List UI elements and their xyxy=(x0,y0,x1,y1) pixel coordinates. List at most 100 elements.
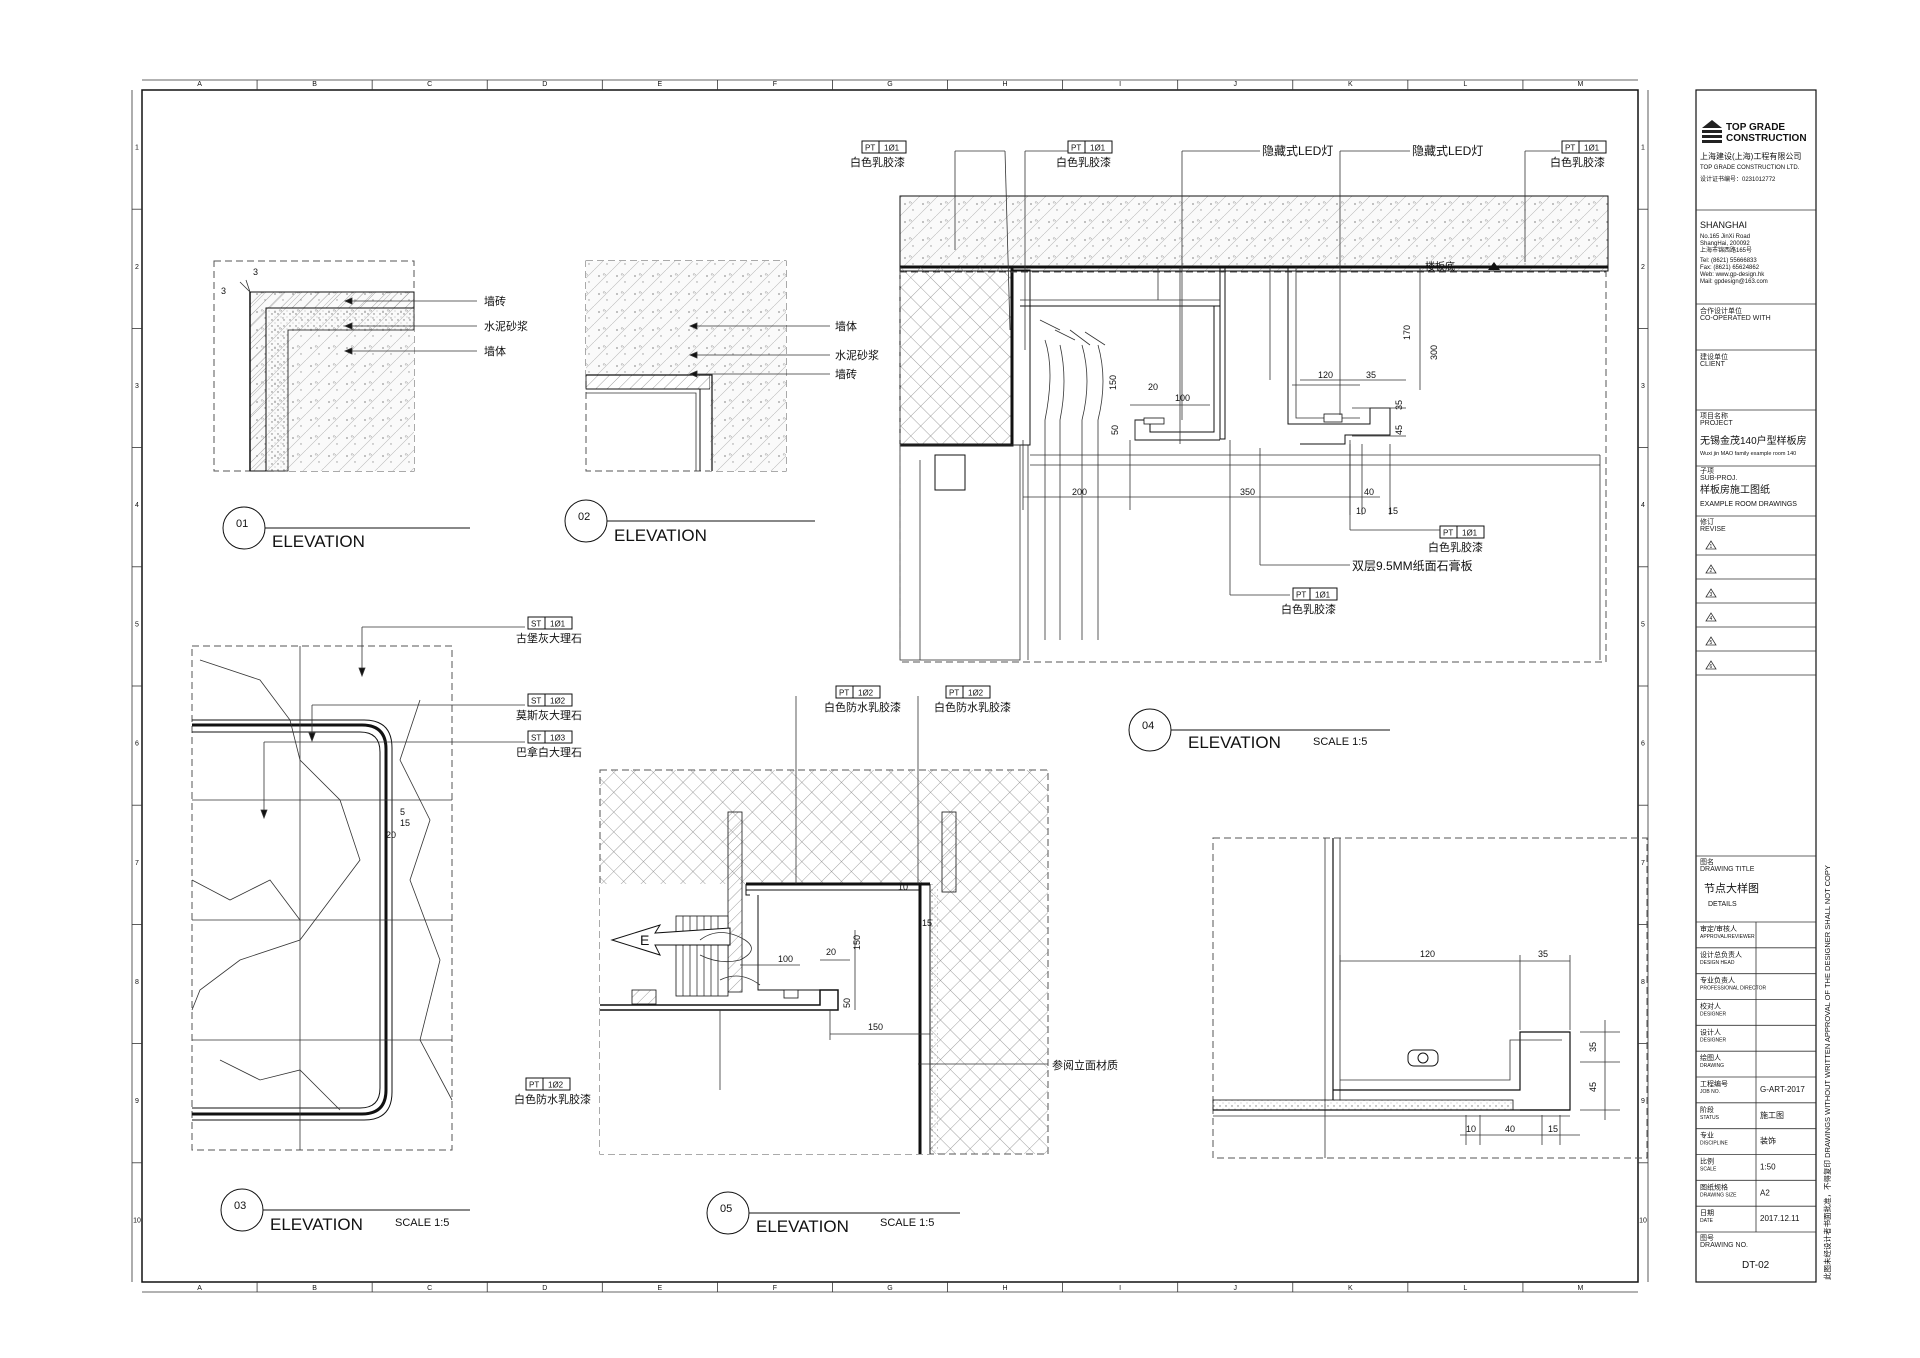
tag-label: 白色防水乳胶漆 xyxy=(824,700,901,714)
d04-dim-200: 200 xyxy=(1072,487,1087,497)
d02-layer-2: 水泥砂浆 xyxy=(835,348,879,362)
d04-dim-35a: 35 xyxy=(1366,370,1376,380)
tb-row-label-en: DRAWING SIZE xyxy=(1700,1192,1737,1198)
tb-row-label-en: DATE xyxy=(1700,1218,1714,1224)
tag-number: 1Ø1 xyxy=(550,620,566,629)
grid-col-bottom-L: L xyxy=(1463,1285,1467,1292)
revision-triangle-icon xyxy=(1705,540,1717,550)
d01-dim-2: 3 xyxy=(221,286,226,296)
d01-layer-1: 墙砖 xyxy=(484,294,506,308)
grid-col-D: D xyxy=(542,81,547,88)
grid-row-4: 4 xyxy=(135,502,139,509)
tb-row-label-cn: 专业负责人 xyxy=(1700,976,1735,985)
grid-col-E: E xyxy=(658,81,663,88)
title-block: TOP GRADE CONSTRUCTION 上海建设(上海)工程有限公司 TO… xyxy=(1695,89,1832,1283)
d04-number: 04 xyxy=(1142,720,1154,732)
tag-box xyxy=(835,685,881,699)
tag-box xyxy=(527,616,573,630)
revision-number: 2 xyxy=(1710,568,1713,574)
tag-number: 1Ø1 xyxy=(1584,144,1600,153)
grid-col-F: F xyxy=(773,81,777,88)
grid-row-3: 3 xyxy=(135,383,139,390)
d05-dim-10: 10 xyxy=(898,882,908,892)
detail-01: 3 3 墙砖 水泥砂浆 墙体 01 ELEVATION xyxy=(213,260,528,551)
contact-mail: Mail: gpdesign@163.com xyxy=(1700,279,1768,285)
tag-label: 莫斯灰大理石 xyxy=(516,708,582,722)
tag-code: PT xyxy=(1443,529,1453,538)
grid-col-H: H xyxy=(1003,81,1008,88)
d06-dim-35b: 35 xyxy=(1588,1042,1598,1052)
grid-col-A: A xyxy=(197,81,202,88)
grid-row-9: 9 xyxy=(135,1098,139,1105)
d06-dim-35a: 35 xyxy=(1538,949,1548,959)
grid-col-bottom-A: A xyxy=(197,1285,202,1292)
d01-dim-1: 3 xyxy=(253,267,258,277)
tb-row-label-en: JOB NO. xyxy=(1700,1089,1720,1095)
d05-note-ref: 参阅立面材质 xyxy=(1052,1058,1118,1072)
subproj-name-en: EXAMPLE ROOM DRAWINGS xyxy=(1700,501,1797,508)
tb-row-label-en: APPROVAL/REVIEWER xyxy=(1700,934,1755,940)
d03-title: ELEVATION xyxy=(270,1215,363,1234)
company-name-2: CONSTRUCTION xyxy=(1726,133,1807,144)
tag-label: 白色乳胶漆 xyxy=(1281,602,1336,616)
d06-dim-15: 15 xyxy=(1548,1124,1558,1134)
detail-04: 200 350 150 20 100 50 120 35 170 300 35 … xyxy=(850,140,1609,752)
grid-row-7: 7 xyxy=(135,860,139,867)
tag-number: 1Ø2 xyxy=(858,689,874,698)
d03-dim-2: 15 xyxy=(400,818,410,828)
d05-dim-50: 50 xyxy=(842,998,852,1008)
tag-number: 1Ø3 xyxy=(550,734,566,743)
tag-number: 1Ø1 xyxy=(884,144,900,153)
d04-dim-150: 150 xyxy=(1108,375,1118,390)
tb-row-value: 1:50 xyxy=(1760,1163,1776,1172)
detail-06: 120 35 35 45 10 40 15 xyxy=(1212,837,1648,1159)
tag-number: 1Ø1 xyxy=(1090,144,1106,153)
grid-col-bottom-M: M xyxy=(1578,1285,1584,1292)
subproj-name: 样板房施工图纸 xyxy=(1700,483,1770,496)
company-name-1: TOP GRADE xyxy=(1726,122,1785,133)
revision-number: 3 xyxy=(1710,592,1713,598)
tag-label: 白色乳胶漆 xyxy=(1550,155,1605,169)
company-name-full: TOP GRADE CONSTRUCTION LTD. xyxy=(1700,165,1800,171)
tag-code: PT xyxy=(529,1081,539,1090)
tb-row-label-en: PROFESSIONAL DIRECTOR xyxy=(1700,986,1767,992)
revision-triangle-icon xyxy=(1705,660,1717,670)
tag-code: PT xyxy=(1565,144,1575,153)
grid-row-right-5: 5 xyxy=(1641,621,1645,628)
grid-col-bottom-D: D xyxy=(542,1285,547,1292)
tb-row-label-cn: 图纸规格 xyxy=(1700,1182,1728,1191)
d04-dim-50: 50 xyxy=(1110,425,1120,435)
contact-web: Web: www.gp-design.hk xyxy=(1700,272,1765,278)
d06-dim-45: 45 xyxy=(1588,1082,1598,1092)
d04-dim-300: 300 xyxy=(1429,345,1439,360)
d03-dim-3: 20 xyxy=(386,830,396,840)
drawing-no-label-en: DRAWING NO. xyxy=(1700,1242,1748,1249)
d04-dim-40: 40 xyxy=(1364,487,1374,497)
tb-row-label-cn: 日期 xyxy=(1700,1209,1714,1217)
company-logo-icon xyxy=(1702,120,1722,143)
d04-dim-170: 170 xyxy=(1402,325,1412,340)
d06-dim-40: 40 xyxy=(1505,1124,1515,1134)
revise-label-cn: 修订 xyxy=(1700,517,1714,526)
tb-row-label-en: SCALE xyxy=(1700,1167,1717,1173)
tb-row-value: 施工图 xyxy=(1760,1110,1784,1120)
tag-number: 1Ø1 xyxy=(1462,529,1478,538)
d05-dim-150b: 150 xyxy=(868,1022,883,1032)
d03-dim-1: 5 xyxy=(400,807,405,817)
d01-layer-2: 水泥砂浆 xyxy=(484,319,528,333)
d04-note-floor: 楼板底 xyxy=(1425,260,1455,273)
addr-2: ShangHai, 200092 xyxy=(1700,241,1750,247)
subproj-label-cn: 子项 xyxy=(1700,467,1714,475)
d06-dim-120: 120 xyxy=(1420,949,1435,959)
d06-dim-10: 10 xyxy=(1466,1124,1476,1134)
d02-title: ELEVATION xyxy=(614,526,707,545)
tb-row-label-en: DESIGNER xyxy=(1700,1037,1727,1043)
d04-note-board: 双层9.5MM纸面石膏板 xyxy=(1352,558,1473,573)
d03-scale: SCALE 1:5 xyxy=(395,1217,449,1229)
tb-row-label-en: DISCIPLINE xyxy=(1700,1141,1728,1147)
